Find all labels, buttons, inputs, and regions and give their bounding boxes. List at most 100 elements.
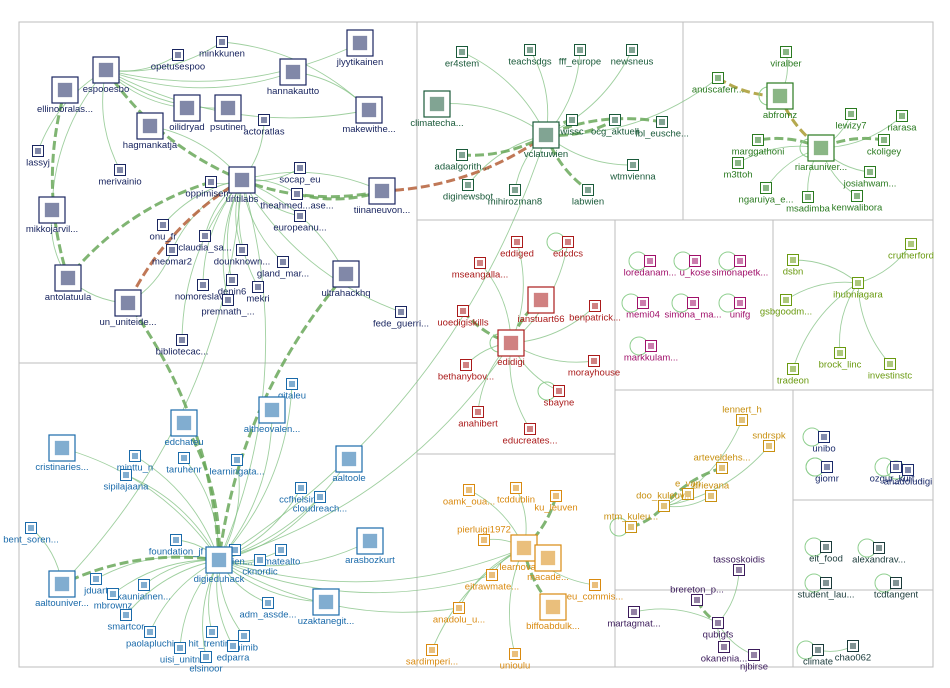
avatar-icon [363, 534, 377, 548]
node-label: abfromz [763, 110, 798, 121]
node-label: adaalgorith... [435, 162, 490, 173]
avatar-icon [297, 165, 303, 171]
avatar-icon [592, 303, 598, 309]
node-edidigi[interactable]: edidigi [497, 330, 524, 368]
node-label: paolapluchi [126, 639, 174, 650]
node-label: tassoskoidis [713, 555, 765, 566]
avatar-icon [527, 426, 533, 432]
node-label: m3ttoh [723, 170, 752, 181]
node-label: mtm_kuleu... [604, 512, 658, 523]
node-label: ihubniagara [833, 290, 883, 301]
node-aaltoole[interactable]: aaltoole [332, 446, 365, 484]
avatar-icon [881, 137, 887, 143]
node-label: dounknown... [214, 257, 271, 268]
node-untilabs[interactable]: untilabs [226, 167, 259, 205]
node-label: kenwalibora [832, 203, 883, 214]
node-label: viralber [770, 59, 801, 70]
node-label: chao062 [835, 653, 871, 664]
avatar-icon [209, 629, 215, 635]
node-label: premnath_... [201, 307, 254, 318]
node-label: edchateu [164, 437, 203, 448]
node-label: meomar2 [152, 257, 192, 268]
avatar-icon [534, 293, 548, 307]
node-label: investinstc [868, 371, 913, 382]
avatar-icon [546, 600, 560, 614]
node-label: ckoligey [867, 147, 902, 158]
node-label: eu_commis... [567, 592, 624, 603]
avatar-icon [736, 567, 742, 573]
avatar-icon [631, 609, 637, 615]
node-label: anadoludigi [884, 477, 933, 488]
node-label: benpatrick... [569, 313, 621, 324]
avatar-icon [715, 75, 721, 81]
node-oilidryad[interactable]: oilidryad [169, 95, 204, 133]
avatar-icon [203, 654, 209, 660]
avatar-icon [737, 300, 743, 306]
avatar-icon [876, 545, 882, 551]
avatar-icon [763, 185, 769, 191]
avatar-icon [721, 644, 727, 650]
avatar-icon [824, 464, 830, 470]
avatar-icon [465, 182, 471, 188]
avatar-icon [630, 162, 636, 168]
node-label: simonapetk... [712, 268, 769, 279]
node-label: morayhouse [568, 368, 620, 379]
node-label: tiinaneuvon... [354, 205, 411, 216]
avatar-icon [692, 258, 698, 264]
avatar-icon [173, 537, 179, 543]
node-label: uoedigiskills [437, 318, 488, 329]
avatar-icon [783, 297, 789, 303]
avatar-icon [539, 128, 553, 142]
avatar-icon [286, 65, 300, 79]
avatar-icon [160, 222, 166, 228]
node-abfromz[interactable]: abfromz [763, 83, 798, 121]
node-label: ocg_aktuell [591, 127, 639, 138]
node-label: pierluigi1972 [457, 525, 511, 536]
node-label: uzaktanegit... [298, 616, 355, 627]
avatar-icon [527, 47, 533, 53]
avatar-icon [815, 647, 821, 653]
avatar-icon [339, 267, 353, 281]
avatar-icon [517, 541, 531, 555]
node-label: tcddublin [497, 495, 535, 506]
node-label: loredanam... [624, 268, 677, 279]
avatar-icon [823, 580, 829, 586]
avatar-icon [755, 137, 761, 143]
avatar-icon [850, 643, 856, 649]
node-label: europeanu... [273, 223, 326, 234]
node-label: smartcor [108, 622, 145, 633]
avatar-icon [61, 271, 75, 285]
avatar-icon [735, 160, 741, 166]
node-label: antolatuula [45, 292, 92, 303]
avatar-icon [280, 259, 286, 265]
avatar-icon [737, 258, 743, 264]
avatar-icon [715, 620, 721, 626]
node-label: foundation_jf [149, 547, 204, 558]
avatar-icon [58, 83, 72, 97]
node-label: sardimperi... [406, 657, 458, 668]
node-label: teachsdgs [508, 57, 552, 68]
avatar-icon [265, 600, 271, 606]
node-psutinen[interactable]: psutinen [210, 95, 246, 133]
node-label: drievana [693, 481, 730, 492]
avatar-icon [298, 485, 304, 491]
avatar-icon [591, 358, 597, 364]
node-label: gland_mar... [257, 269, 309, 280]
node-label: martagmat... [607, 619, 660, 630]
node-label: bent_soren... [3, 535, 58, 546]
node-label: simona_ma... [664, 310, 721, 321]
node-label: aaltoole [332, 473, 365, 484]
avatar-icon [459, 49, 465, 55]
avatar-icon [147, 629, 153, 635]
avatar-icon [181, 455, 187, 461]
avatar-icon [512, 187, 518, 193]
node-label: altheovalen... [244, 424, 301, 435]
avatar-icon [887, 361, 893, 367]
avatar-icon [353, 36, 367, 50]
avatar-icon [577, 47, 583, 53]
avatar-icon [319, 595, 333, 609]
node-label: eit_food [809, 554, 843, 565]
node-label: anahibert [458, 419, 498, 430]
node-label: sndrspk [752, 431, 786, 442]
avatar-icon [212, 553, 226, 567]
